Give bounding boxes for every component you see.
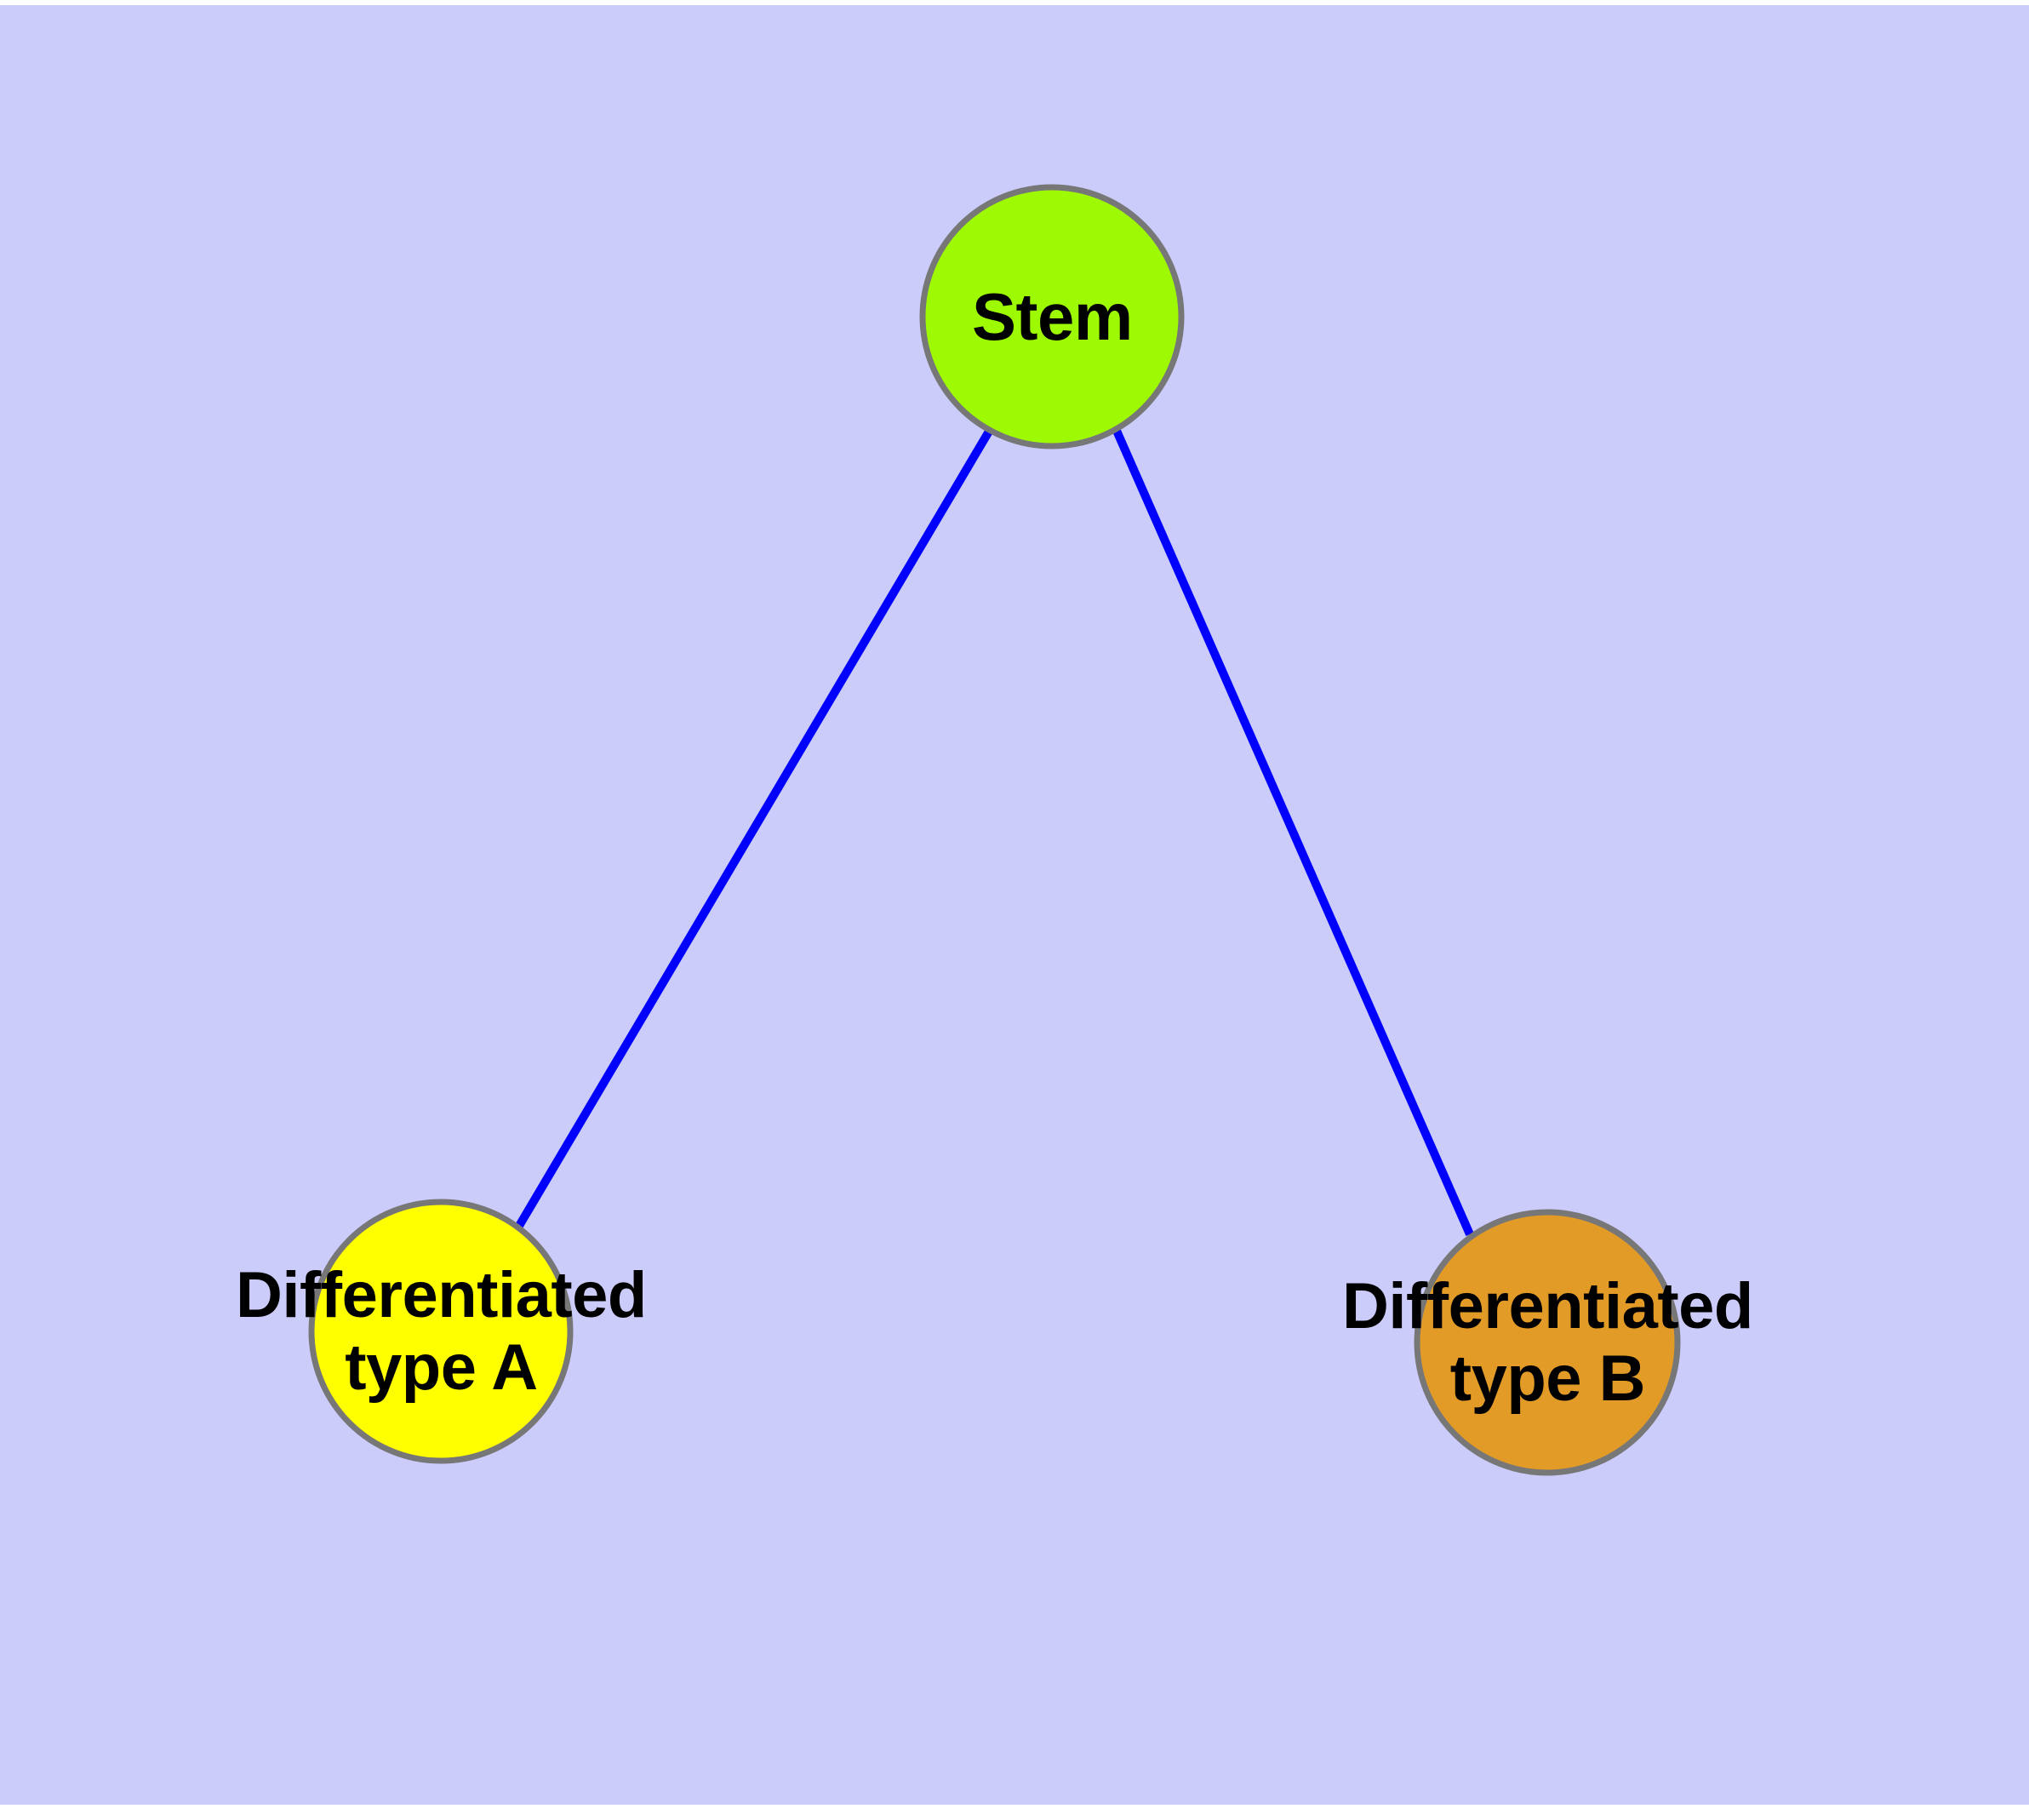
- edge-layer: [515, 427, 1474, 1237]
- graph-node-stem[interactable]: [919, 184, 1185, 449]
- graph-node-diff_b[interactable]: [1414, 1209, 1681, 1476]
- node-layer: [308, 184, 1681, 1476]
- graph-edge: [1112, 428, 1474, 1237]
- graph-node-diff_a[interactable]: [308, 1199, 574, 1464]
- graph-edge: [515, 427, 994, 1228]
